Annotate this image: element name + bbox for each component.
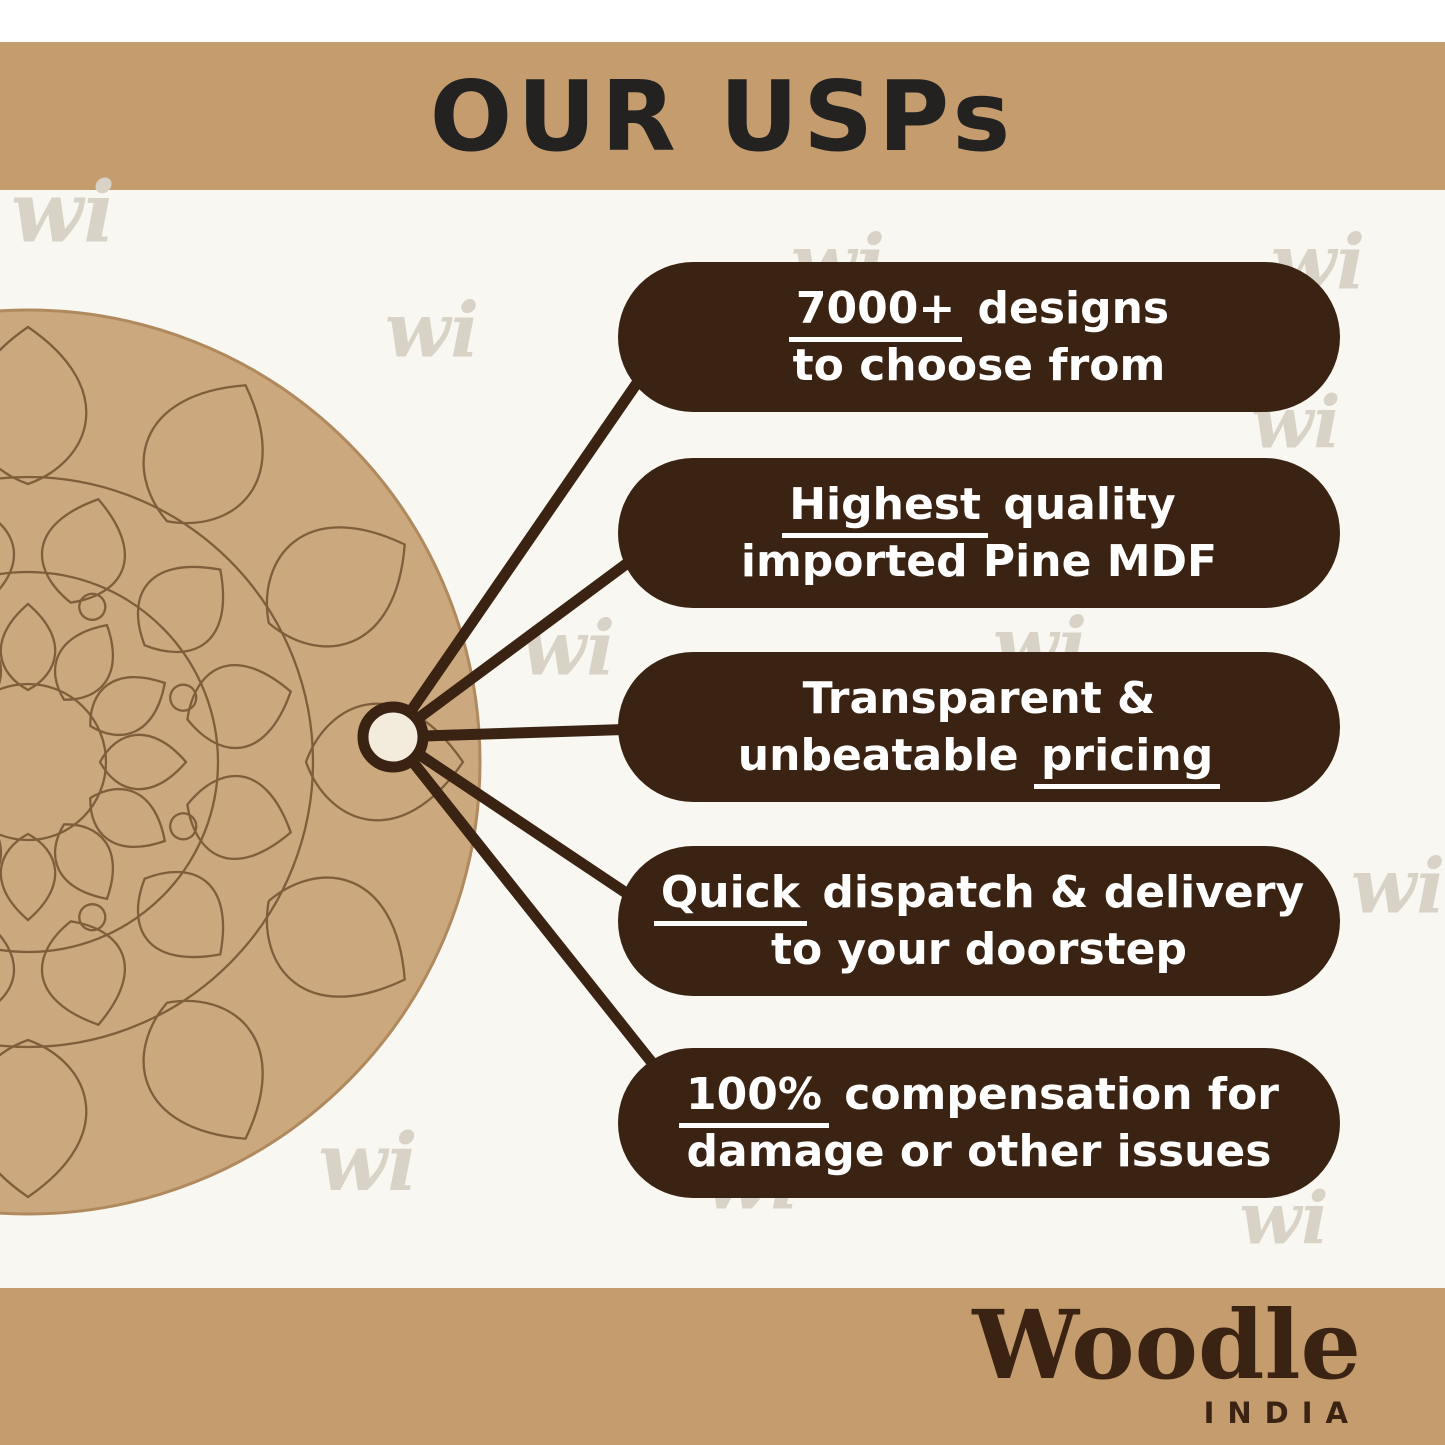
watermark-logo: wi: [10, 162, 116, 262]
usp-text: dispatch & delivery: [807, 866, 1305, 918]
usp-line: to choose from: [793, 337, 1166, 394]
usp-line: Transparent &: [803, 670, 1156, 727]
brand-country: INDIA: [1203, 1395, 1361, 1430]
usp-line: Quick dispatch & delivery: [653, 864, 1305, 926]
usp-text: designs: [962, 282, 1170, 334]
watermark-logo: wi: [318, 1115, 418, 1209]
usp-line: 100% compensation for: [678, 1066, 1279, 1128]
mdf-board: [0, 308, 482, 1216]
usp-line: imported Pine MDF: [741, 533, 1217, 590]
usp-pill-dispatch: Quick dispatch & delivery to your doorst…: [618, 846, 1340, 996]
usp-text: unbeatable: [737, 730, 1034, 781]
usp-text-underlined: Quick: [653, 866, 807, 926]
usp-text: compensation for: [828, 1068, 1279, 1120]
usp-pill-quality: Highest quality imported Pine MDF: [618, 458, 1340, 608]
footer-band: [0, 1288, 1445, 1445]
mandala-line-art: [0, 325, 465, 1199]
usp-text-underlined: Highest: [782, 478, 989, 538]
usp-text-underlined: 7000+: [788, 282, 963, 342]
usp-line: to your doorstep: [771, 921, 1187, 978]
connector-node: [357, 701, 429, 773]
header-band: OUR USPs: [0, 42, 1445, 190]
watermark-logo: wi: [384, 285, 480, 375]
usp-line: Highest quality: [782, 476, 1176, 538]
usp-text: to your doorstep: [770, 924, 1188, 975]
connector-lines: [387, 332, 706, 1129]
usp-text: to choose from: [792, 340, 1166, 391]
usp-pill-designs: 7000+ designs to choose from: [618, 262, 1340, 412]
usp-line: damage or other issues: [687, 1123, 1272, 1180]
watermark-logo: wi: [1350, 841, 1445, 931]
brand-logo: Woodle INDIA: [972, 1296, 1361, 1430]
usp-pill-compensation: 100% compensation for damage or other is…: [618, 1048, 1340, 1198]
usp-text-underlined: pricing: [1033, 730, 1221, 789]
usp-line: 7000+ designs: [788, 280, 1170, 342]
usp-text: quality: [988, 478, 1176, 530]
usp-text: damage or other issues: [686, 1126, 1272, 1177]
usp-text: Transparent &: [802, 672, 1156, 724]
page-title: OUR USPs: [429, 59, 1016, 173]
brand-name: Woodle: [972, 1290, 1361, 1401]
watermark-logo: wi: [520, 603, 616, 693]
usp-text-underlined: 100%: [678, 1068, 829, 1128]
usp-pill-pricing: Transparent & unbeatable pricing: [618, 652, 1340, 802]
usp-text: imported Pine MDF: [740, 536, 1218, 587]
usp-line: unbeatable pricing: [737, 727, 1221, 789]
